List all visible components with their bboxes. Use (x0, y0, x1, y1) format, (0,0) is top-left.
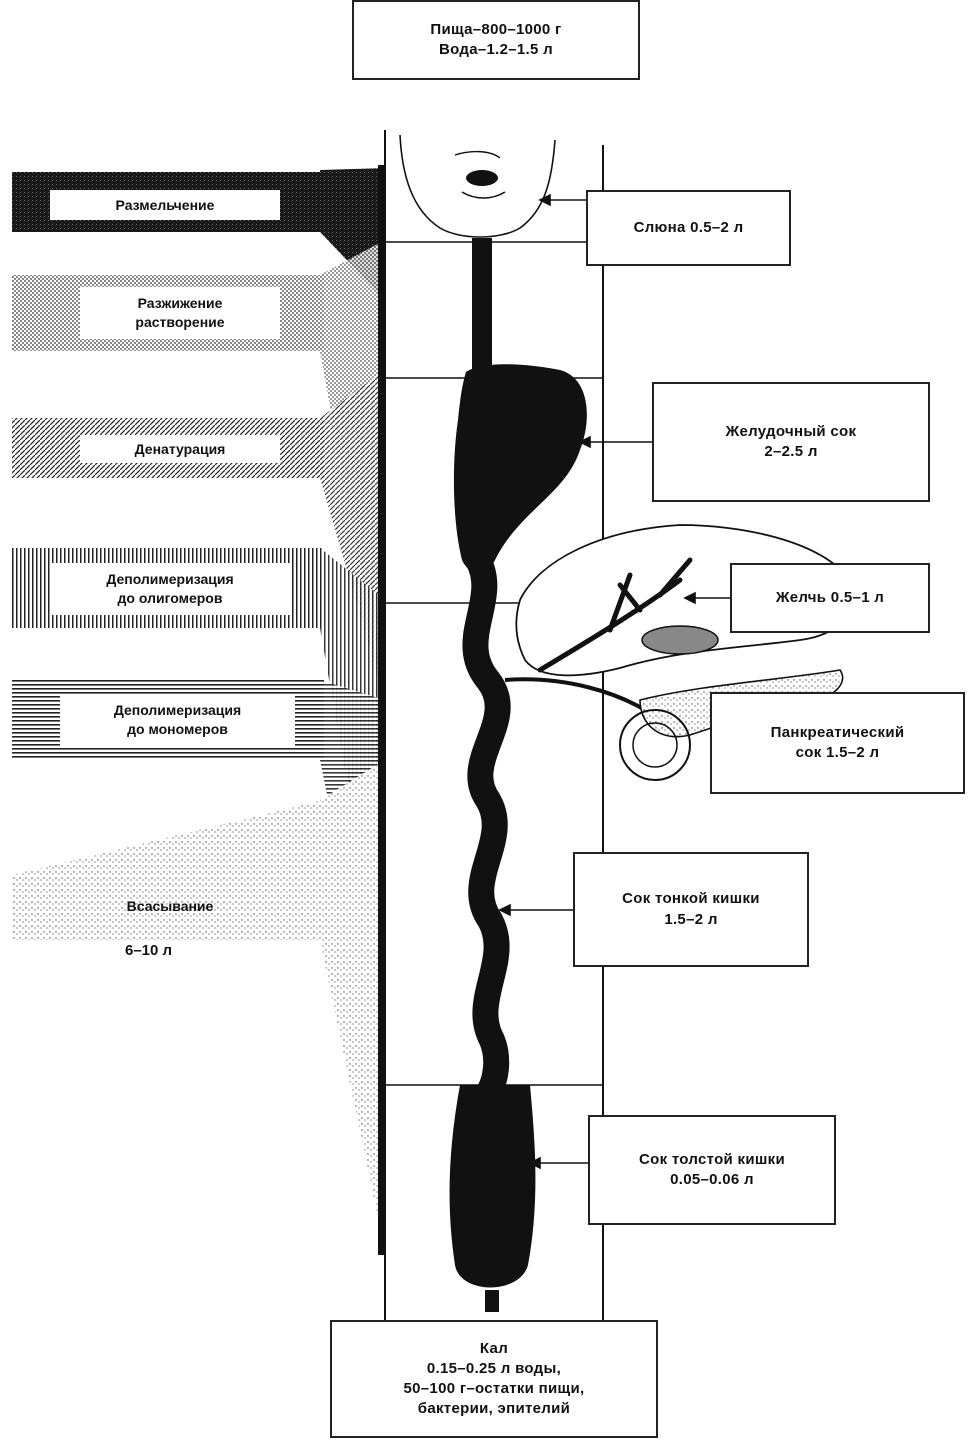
process-denaturation-label: Денатурация (80, 435, 280, 463)
small-intestine (475, 560, 497, 1090)
secretion-line: Слюна 0.5–2 л (634, 218, 744, 238)
wedge-absorption (320, 760, 385, 1250)
gallbladder (642, 626, 718, 654)
output-line: Кал (404, 1339, 585, 1359)
large-intestine-juice-box: Сок толстой кишки 0.05–0.06 л (588, 1115, 836, 1225)
process-absorption-label: Всасывание (60, 892, 280, 920)
process-line: до олигомеров (106, 589, 233, 608)
process-dissolving-label: Разжижение растворение (80, 287, 280, 339)
process-line: Деполимеризация (106, 570, 233, 589)
output-line: 0.15–0.25 л воды, (404, 1359, 585, 1379)
saliva-box: Слюна 0.5–2 л (586, 190, 791, 266)
process-grinding-label: Размельчение (50, 190, 280, 220)
intake-line: Вода–1.2–1.5 л (430, 40, 561, 60)
process-line: Разжижение (135, 294, 224, 313)
output-line: 50–100 г–остатки пищи, (404, 1379, 585, 1399)
output-line: бактерии, эпителий (404, 1399, 585, 1419)
process-line: Денатурация (135, 440, 226, 459)
secretion-line: Сок толстой кишки (639, 1150, 785, 1170)
feces-box: Кал 0.15–0.25 л воды, 50–100 г–остатки п… (330, 1320, 658, 1438)
process-line: растворение (135, 313, 224, 332)
process-line: Размельчение (116, 196, 215, 215)
secretion-line: Сок тонкой кишки (622, 889, 760, 909)
stomach (454, 364, 587, 572)
secretion-line: сок 1.5–2 л (771, 743, 905, 763)
process-oligomers-label: Деполимеризация до олигомеров (50, 563, 290, 615)
secretion-line: Желудочный сок (726, 422, 857, 442)
secretion-line: 0.05–0.06 л (639, 1170, 785, 1190)
intake-box: Пища–800–1000 г Вода–1.2–1.5 л (352, 0, 640, 80)
pancreatic-juice-box: Панкреатический сок 1.5–2 л (710, 692, 965, 794)
bile-box: Желчь 0.5–1 л (730, 563, 930, 633)
secretion-line: 2–2.5 л (726, 442, 857, 462)
secretion-line: Панкреатический (771, 723, 905, 743)
process-line: до мономеров (114, 720, 241, 739)
process-line: Всасывание (127, 897, 214, 916)
secretion-line: 1.5–2 л (622, 910, 760, 930)
gastric-juice-box: Желудочный сок 2–2.5 л (652, 382, 930, 502)
intake-line: Пища–800–1000 г (430, 20, 561, 40)
process-line: Деполимеризация (114, 701, 241, 720)
absorption-volume: 6–10 л (125, 942, 172, 959)
secretion-line: Желчь 0.5–1 л (776, 588, 884, 608)
small-intestine-juice-box: Сок тонкой кишки 1.5–2 л (573, 852, 809, 967)
process-monomers-label: Деполимеризация до мономеров (60, 694, 295, 746)
large-intestine (450, 1085, 536, 1288)
esophagus (472, 238, 492, 380)
